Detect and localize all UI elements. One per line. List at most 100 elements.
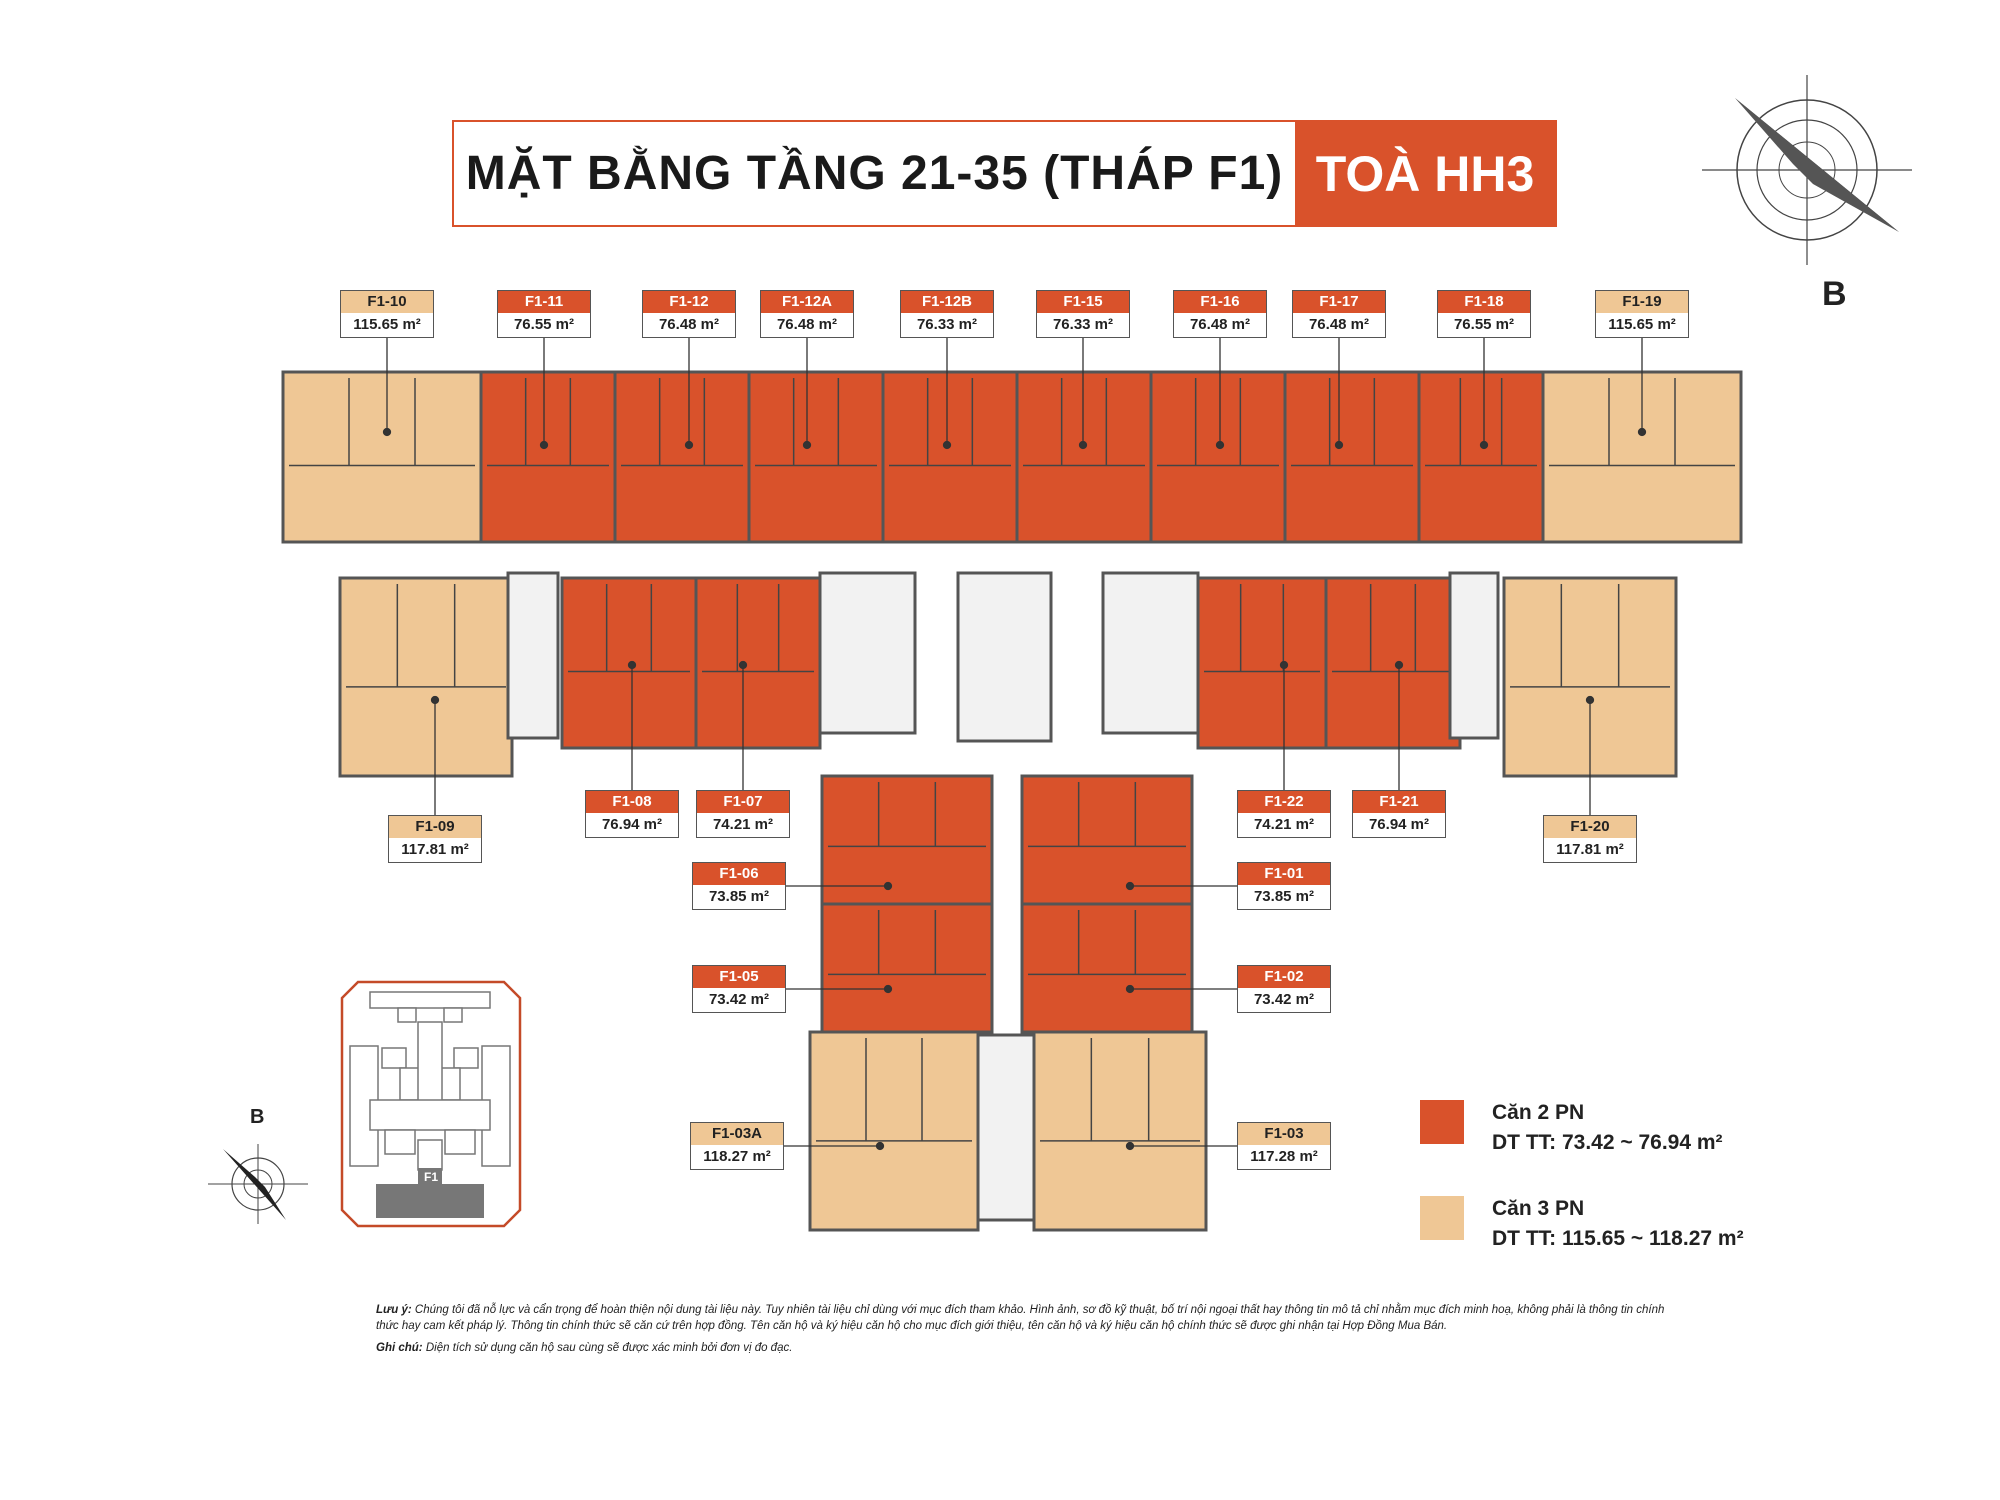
unit-label-f1-18[interactable]: F1-18 76.55 m² <box>1437 290 1531 338</box>
unit-area: 115.65 m² <box>1608 316 1676 333</box>
unit-area: 76.55 m² <box>513 316 575 333</box>
area-note: Ghi chú: Diện tích sử dụng căn hộ sau cù… <box>376 1340 1676 1356</box>
unit-area: 115.65 m² <box>353 316 421 333</box>
unit-code: F1-22 <box>1238 791 1330 813</box>
unit-block-f1-22 <box>1196 576 1328 750</box>
unit-code: F1-19 <box>1596 291 1688 313</box>
unit-label-f1-12a[interactable]: F1-12A 76.48 m² <box>760 290 854 338</box>
leader-dot <box>430 695 440 705</box>
unit-area: 76.48 m² <box>776 316 838 333</box>
unit-code: F1-03 <box>1238 1123 1330 1145</box>
unit-blocks <box>281 370 1743 1232</box>
unit-code: F1-06 <box>693 863 785 885</box>
leader-dot <box>1125 984 1135 994</box>
leader-dot <box>627 660 637 670</box>
legend-item-3pn: Căn 3 PN DT TT: 115.65 ~ 118.27 m² <box>1420 1194 1744 1254</box>
unit-code: F1-12A <box>761 291 853 313</box>
area-note-text: Diện tích sử dụng căn hộ sau cùng sẽ đượ… <box>425 1342 793 1354</box>
leader-dot <box>1637 427 1647 437</box>
unit-code: F1-11 <box>498 291 590 313</box>
unit-code: F1-15 <box>1037 291 1129 313</box>
unit-code: F1-21 <box>1353 791 1445 813</box>
unit-code: F1-18 <box>1438 291 1530 313</box>
unit-block-f1-21 <box>1324 576 1462 750</box>
unit-area: 73.85 m² <box>708 888 770 905</box>
leader-dot <box>942 440 952 450</box>
leader-dot <box>1125 1141 1135 1151</box>
building-tag: TOÀ HH3 <box>1295 122 1555 225</box>
legend-range-2pn: DT TT: 73.42 ~ 76.94 m² <box>1492 1131 1723 1154</box>
disclaimer: Lưu ý: Chúng tôi đã nỗ lực và cẩn trọng … <box>376 1302 1676 1334</box>
legend-item-2pn: Căn 2 PN DT TT: 73.42 ~ 76.94 m² <box>1420 1098 1744 1158</box>
leader-dot <box>1334 440 1344 450</box>
unit-area: 76.48 m² <box>658 316 720 333</box>
core-right <box>1101 571 1200 735</box>
unit-area: 76.33 m² <box>916 316 978 333</box>
unit-area: 117.81 m² <box>401 841 469 858</box>
unit-block-f1-03 <box>1032 1030 1208 1232</box>
unit-code: F1-05 <box>693 966 785 988</box>
core-center <box>956 571 1053 743</box>
circulation-cores <box>506 571 1500 1222</box>
unit-label-f1-06[interactable]: F1-06 73.85 m² <box>692 862 786 910</box>
area-note-label: Ghi chú: <box>376 1342 423 1354</box>
unit-block-f1-06 <box>820 774 994 906</box>
unit-block-f1-10 <box>281 370 483 544</box>
disclaimer-text: Chúng tôi đã nỗ lực và cẩn trọng để hoàn… <box>376 1304 1665 1332</box>
unit-area: 73.42 m² <box>1253 991 1315 1008</box>
unit-label-f1-11[interactable]: F1-11 76.55 m² <box>497 290 591 338</box>
north-label: B <box>1822 275 1847 313</box>
unit-code: F1-12B <box>901 291 993 313</box>
unit-label-f1-03[interactable]: F1-03 117.28 m² <box>1237 1122 1331 1170</box>
unit-area: 74.21 m² <box>712 816 774 833</box>
unit-block-f1-17 <box>1283 370 1421 544</box>
unit-label-f1-19[interactable]: F1-19 115.65 m² <box>1595 290 1689 338</box>
unit-block-f1-11 <box>479 370 617 544</box>
unit-code: F1-17 <box>1293 291 1385 313</box>
leader-dot <box>875 1141 885 1151</box>
leader-dot <box>1479 440 1489 450</box>
unit-area: 117.28 m² <box>1250 1148 1318 1165</box>
unit-block-f1-05 <box>820 902 994 1034</box>
unit-code: F1-01 <box>1238 863 1330 885</box>
unit-area: 118.27 m² <box>703 1148 771 1165</box>
unit-code: F1-02 <box>1238 966 1330 988</box>
leader-dot <box>1215 440 1225 450</box>
legend-range-3pn: DT TT: 115.65 ~ 118.27 m² <box>1492 1227 1744 1250</box>
unit-label-f1-15[interactable]: F1-15 76.33 m² <box>1036 290 1130 338</box>
leader-dot <box>382 427 392 437</box>
unit-label-f1-17[interactable]: F1-17 76.48 m² <box>1292 290 1386 338</box>
leader-dot <box>738 660 748 670</box>
unit-label-f1-12b[interactable]: F1-12B 76.33 m² <box>900 290 994 338</box>
keymap <box>340 980 522 1228</box>
legend-name-3pn: Căn 3 PN <box>1492 1197 1585 1220</box>
keymap-tower-label: F1 <box>423 1170 438 1184</box>
unit-area: 76.55 m² <box>1453 316 1515 333</box>
unit-block-f1-03a <box>808 1030 980 1232</box>
disclaimer-label: Lưu ý: <box>376 1304 412 1316</box>
unit-block-f1-16 <box>1149 370 1287 544</box>
core-left <box>818 571 917 735</box>
legend: Căn 2 PN DT TT: 73.42 ~ 76.94 m² Căn 3 P… <box>1420 1098 1744 1290</box>
page-title: MẶT BẰNG TẦNG 21-35 (THÁP F1) <box>465 147 1284 200</box>
unit-label-f1-02[interactable]: F1-02 73.42 m² <box>1237 965 1331 1013</box>
unit-code: F1-16 <box>1174 291 1266 313</box>
leader-dot <box>1125 881 1135 891</box>
unit-area: 76.48 m² <box>1308 316 1370 333</box>
small-compass-icon <box>208 1144 308 1224</box>
unit-area: 76.33 m² <box>1052 316 1114 333</box>
leader-dot <box>883 881 893 891</box>
disclaimer-notes: Lưu ý: Chúng tôi đã nỗ lực và cẩn trọng … <box>376 1302 1676 1356</box>
